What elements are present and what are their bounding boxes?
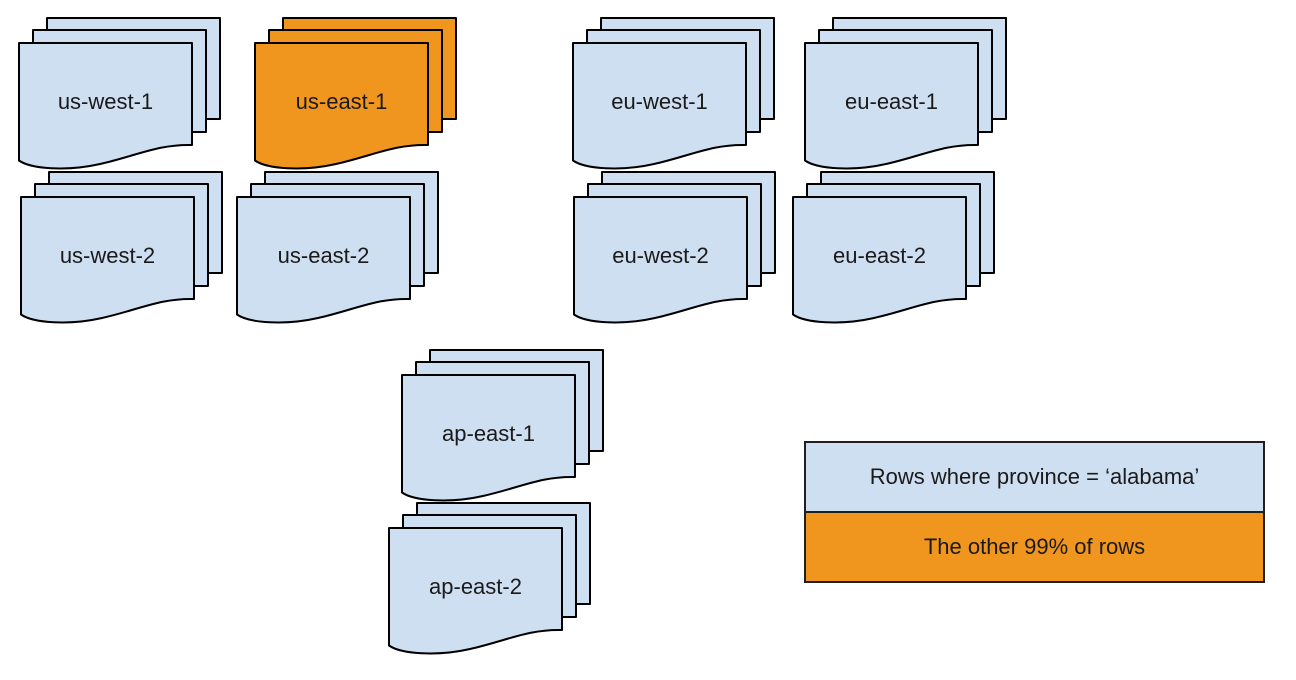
legend-item-alabama-rows: Rows where province = ‘alabama’ xyxy=(806,443,1263,511)
region-label: ap-east-1 xyxy=(442,421,535,446)
region-stack-eu-east-2: eu-east-2 xyxy=(792,171,996,326)
region-label: ap-east-2 xyxy=(429,574,522,599)
region-label: eu-west-1 xyxy=(611,89,708,114)
legend: Rows where province = ‘alabama’ The othe… xyxy=(804,441,1265,583)
region-stack-eu-west-2: eu-west-2 xyxy=(573,171,777,326)
region-stack-ap-east-2: ap-east-2 xyxy=(388,502,592,657)
region-label: us-east-2 xyxy=(277,243,370,268)
region-stack-ap-east-1: ap-east-1 xyxy=(401,349,605,504)
region-label: eu-east-2 xyxy=(833,243,926,268)
legend-item-other-rows: The other 99% of rows xyxy=(806,511,1263,581)
region-label: us-west-1 xyxy=(57,89,154,114)
region-stack-eu-west-1: eu-west-1 xyxy=(572,17,776,172)
region-stack-us-west-2: us-west-2 xyxy=(20,171,224,326)
region-label: eu-east-1 xyxy=(845,89,938,114)
region-label: us-west-2 xyxy=(59,243,156,268)
legend-item-label: Rows where province = ‘alabama’ xyxy=(869,464,1200,489)
region-label: us-east-1 xyxy=(295,89,388,114)
region-stack-eu-east-1: eu-east-1 xyxy=(804,17,1008,172)
region-stack-us-east-1: us-east-1 xyxy=(254,17,458,172)
region-label: eu-west-2 xyxy=(612,243,709,268)
legend-item-label: The other 99% of rows xyxy=(923,534,1146,559)
region-stack-us-west-1: us-west-1 xyxy=(18,17,222,172)
region-stack-us-east-2: us-east-2 xyxy=(236,171,440,326)
